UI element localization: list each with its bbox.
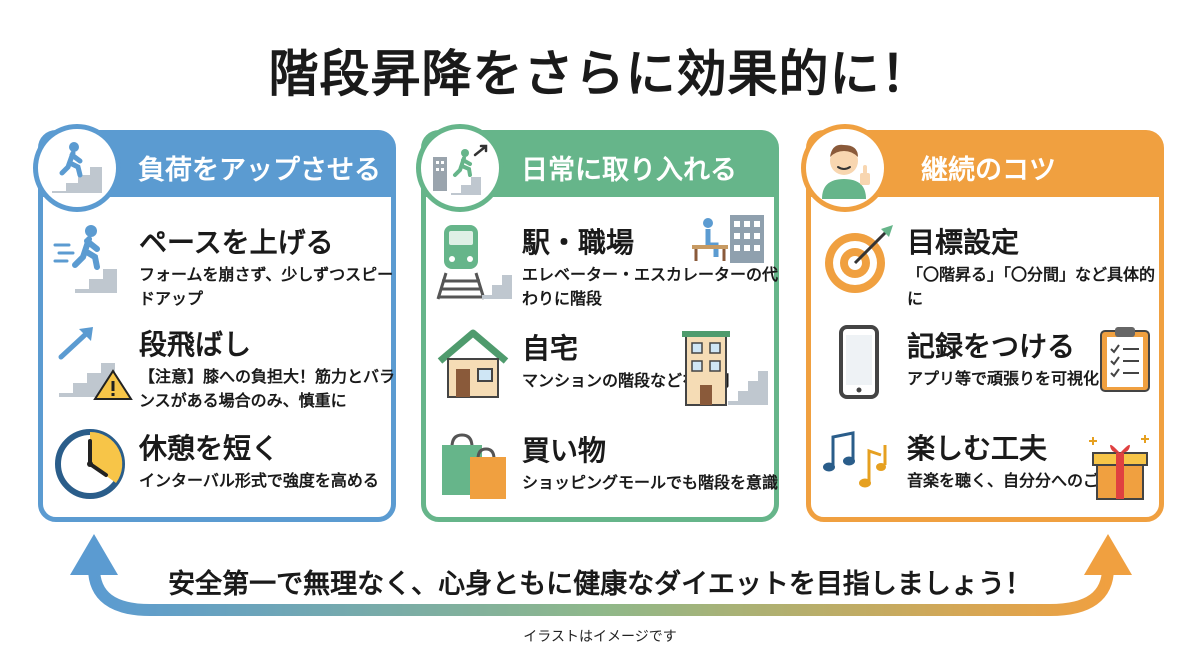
item-title: 楽しむ工夫 — [907, 432, 1048, 465]
item-title: 段飛ばし — [139, 328, 252, 361]
card-load-up: 負荷をアップさせる ペースを上げる フォームを崩さず、少しずつスピードアップ 段… — [33, 124, 396, 525]
item-title: ペースを上げる — [139, 226, 334, 259]
item-desc: アプリ等で頑張りを可視化 — [907, 369, 1100, 388]
smartphone-icon — [839, 325, 879, 399]
item-enjoy: 楽しむ工夫 音楽を聴く、自分分へのご褒美 — [811, 425, 1159, 525]
card-title: 負荷をアップさせる — [138, 155, 381, 186]
office-worker-building-icon — [692, 215, 764, 263]
item-title: 記録をつける — [907, 330, 1076, 363]
item-desc: 「〇階昇る」「〇分間」など具体的に — [907, 265, 1156, 308]
city-stairs-icon — [416, 124, 504, 212]
item-desc: 【注意】膝への負担大！筋力とバランスがある場合のみ、慎重に — [139, 367, 396, 410]
item-home: 自宅 マンションの階段などを活用 — [426, 325, 774, 425]
apartment-stairs-icon — [682, 331, 768, 406]
footer-message: 安全第一で無理なく、心身ともに健康なダイエットを目指しましょう！ — [168, 569, 1032, 600]
item-desc: ショッピングモールでも階段を意識 — [522, 473, 779, 492]
item-goal-setting: 目標設定 「〇階昇る」「〇分間」など具体的に — [811, 219, 1159, 319]
gift-box-icon — [1089, 435, 1149, 500]
item-title: 買い物 — [522, 434, 607, 467]
shopping-bags-icon — [442, 433, 506, 499]
running-up-stairs-icon — [53, 225, 117, 293]
item-pace-up: ペースを上げる フォームを崩さず、少しずつスピードアップ — [43, 219, 393, 319]
illustration-note: イラストはイメージです — [523, 629, 677, 645]
item-shopping: 買い物 ショッピングモールでも階段を意識 — [426, 427, 778, 527]
page-title: 階段昇降をさらに効果的に！ — [268, 45, 932, 103]
target-icon — [825, 225, 893, 293]
card-keep-going: 継続のコツ 目標設定 「〇階昇る」「〇分間」など具体的に 記録をつ — [801, 124, 1164, 525]
item-skip-steps: 段飛ばし 【注意】膝への負担大！筋力とバランスがある場合のみ、慎重に — [43, 321, 395, 421]
item-desc: マンションの階段などを活用 — [522, 371, 731, 390]
item-desc: 音楽を聴く、自分分へのご褒美 — [907, 471, 1132, 490]
clipboard-checklist-icon — [1100, 327, 1150, 392]
item-title: 駅・職場 — [522, 226, 635, 259]
item-title: 休憩を短く — [139, 432, 280, 465]
item-desc: フォームを崩さず、少しずつスピードアップ — [139, 265, 394, 308]
item-title: 自宅 — [522, 332, 579, 365]
train-stairs-icon — [436, 225, 512, 300]
music-notes-icon — [823, 431, 887, 488]
thumbs-up-person-icon — [801, 124, 889, 212]
card-title: 継続のコツ — [921, 155, 1056, 186]
item-record: 記録をつける アプリ等で頑張りを可視化 — [811, 323, 1159, 423]
item-desc: エレベーター・エスカレーターの代わりに階段 — [522, 265, 779, 308]
person-climbing-stairs-icon — [33, 124, 121, 212]
house-icon — [437, 329, 509, 398]
item-station-office: 駅・職場 エレベーター・エスカレーターの代わりに階段 — [426, 219, 778, 319]
item-desc: インターバル形式で強度を高める — [139, 471, 379, 490]
item-title: 目標設定 — [907, 226, 1020, 259]
card-daily-life: 日常に取り入れる 駅・職場 エレベーター・エスカレーターの代わりに階段 — [416, 124, 779, 522]
clock-icon — [55, 429, 125, 499]
stairs-warning-icon — [58, 327, 133, 400]
item-short-rest: 休憩を短く インターバル形式で強度を高める — [43, 425, 391, 525]
card-title: 日常に取り入れる — [521, 155, 737, 186]
